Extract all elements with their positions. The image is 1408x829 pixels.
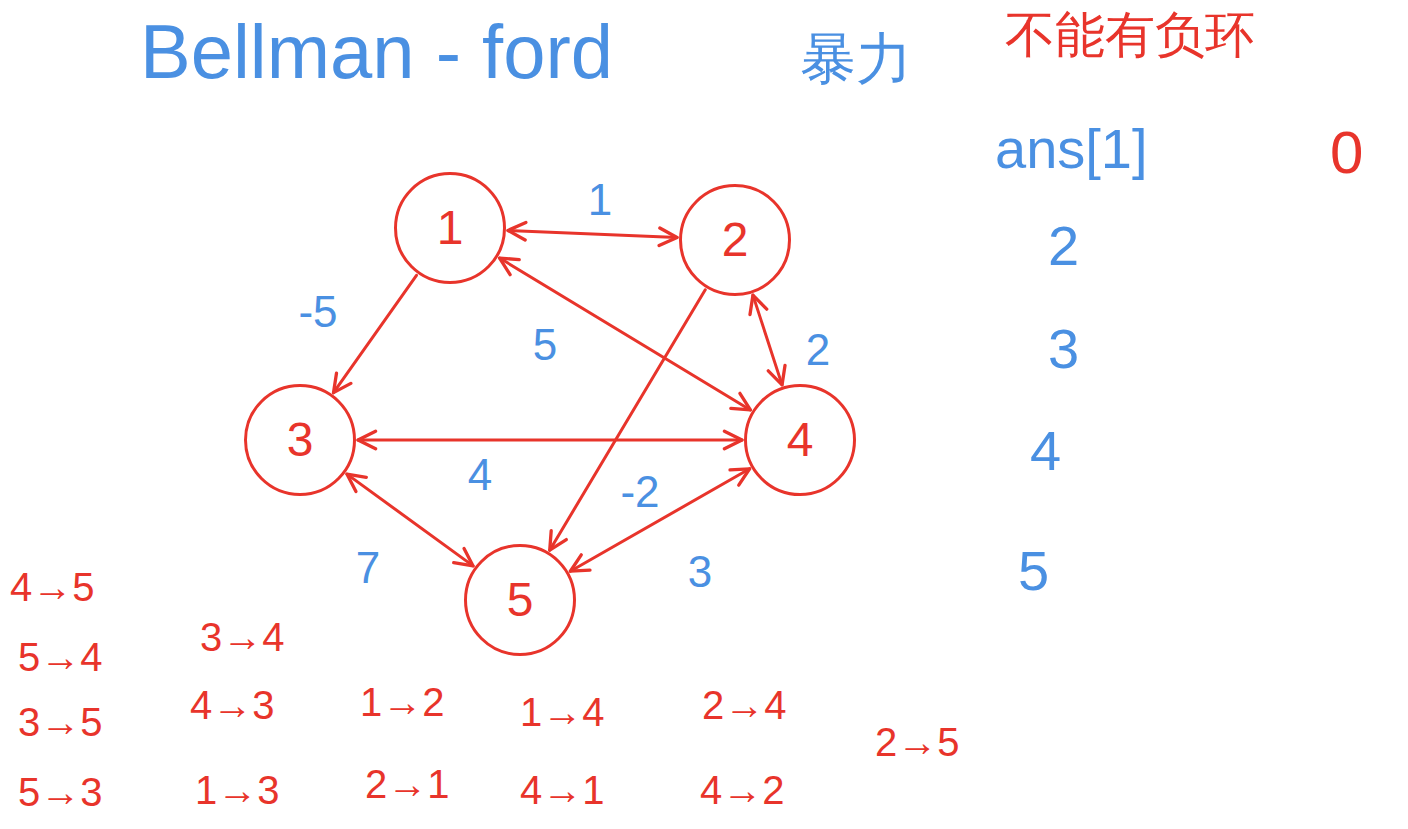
- graph-vertex: 4: [744, 384, 856, 496]
- note: 2: [1048, 215, 1079, 277]
- edge-list-item: 1→2: [360, 680, 445, 724]
- note: 0: [1330, 120, 1363, 186]
- graph-edge: [508, 230, 677, 237]
- edge-list-item: 5→3: [18, 770, 103, 814]
- title: Bellman - ford: [140, 10, 613, 94]
- note: 暴力: [800, 28, 912, 90]
- edge-weight: 7: [352, 545, 384, 591]
- edge-weight: 4: [464, 452, 496, 498]
- edge-list-item: 3→5: [18, 700, 103, 744]
- note: 不能有负环: [1005, 8, 1255, 63]
- vertex-number: 4: [787, 416, 814, 464]
- graph-vertex: 3: [244, 384, 356, 496]
- graph-vertex: 1: [394, 172, 506, 284]
- edge-list-item: 4→1: [520, 768, 605, 812]
- vertex-number: 3: [287, 416, 314, 464]
- edge-weight: -5: [294, 289, 341, 335]
- graph-edge: [550, 290, 706, 550]
- vertex-number: 5: [507, 576, 534, 624]
- graph-edge: [570, 469, 749, 571]
- edge-list-item: 4→3: [190, 683, 275, 727]
- edge-weight: 2: [802, 327, 834, 373]
- edge-weight: 5: [529, 322, 561, 368]
- edge-list-item: 5→4: [18, 635, 103, 679]
- vertex-number: 1: [437, 204, 464, 252]
- graph-edge: [334, 275, 417, 392]
- note: 5: [1018, 540, 1049, 602]
- edge-list-item: 4→2: [700, 768, 785, 812]
- graph-edge: [753, 295, 782, 385]
- vertex-number: 2: [722, 216, 749, 264]
- graph-edge: [500, 258, 751, 410]
- edge-list-item: 2→1: [365, 762, 450, 806]
- edge-weight: 3: [684, 549, 716, 595]
- edge-list-item: 4→5: [10, 565, 95, 609]
- edge-list-item: 1→4: [520, 690, 605, 734]
- edge-weight: -2: [616, 469, 663, 515]
- note: 3: [1048, 318, 1079, 380]
- graph-edge: [358, 439, 742, 442]
- note: 4: [1030, 420, 1061, 482]
- graph-vertex: 5: [464, 544, 576, 656]
- edge-list-item: 2→5: [875, 720, 960, 764]
- graph-vertex: 2: [679, 184, 791, 296]
- edge-list-item: 3→4: [200, 615, 285, 659]
- note: ans[1]: [995, 118, 1148, 180]
- edge-list-item: 2→4: [702, 683, 787, 727]
- edge-weight: 1: [584, 177, 616, 223]
- edge-list-item: 1→3: [195, 768, 280, 812]
